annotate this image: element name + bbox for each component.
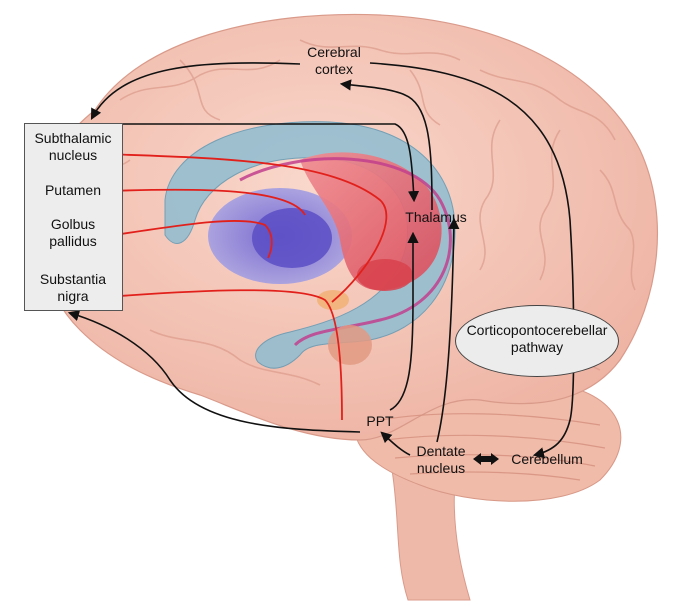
label-globus-pallidus: Golbus pallidus [24, 216, 122, 250]
arrow-cortex-to-cerebellum [369, 62, 575, 459]
arrow-dentate-to-ppt [380, 431, 411, 456]
label-pathway-line1: Corticopontocerebellar [466, 322, 608, 338]
label-substantia-line1: Substantia [39, 271, 107, 287]
arrow-ppt-to-nigra [67, 310, 361, 433]
basal-ganglia-label-box [24, 123, 123, 311]
red-line-globus [107, 219, 273, 259]
label-subthalamic-nucleus: Subthalamic nucleus [24, 130, 122, 164]
label-pathway-line2: pathway [510, 339, 564, 355]
black-arrows [67, 62, 575, 459]
lateral-ventricle [164, 121, 456, 369]
thalamus-shape [300, 152, 442, 291]
label-cerebral-cortex: Cerebral cortex [296, 44, 372, 78]
label-dentate-line1: Dentate [416, 443, 466, 459]
label-subthalamic-line2: nucleus [48, 147, 98, 163]
double-arrow [473, 453, 499, 465]
label-substantia-nigra: Substantia nigra [24, 271, 122, 305]
label-pathway: Corticopontocerebellar pathway [455, 322, 619, 356]
globus-pallidus-shape [252, 208, 332, 268]
cerebellum-folia [379, 413, 606, 481]
label-putamen-text: Putamen [44, 182, 102, 198]
subthalamic-shape [328, 325, 372, 365]
arrow-cortex-to-subthalamic [90, 62, 301, 120]
brain-stem [391, 469, 471, 601]
arrow-thalamus-to-cortex [339, 79, 433, 211]
arrow-box-to-thalamus [120, 123, 420, 203]
label-putamen: Putamen [24, 182, 122, 199]
label-dentate-nucleus: Dentate nucleus [408, 443, 474, 477]
label-globus-line1: Golbus [50, 216, 96, 232]
arrow-ppt-to-thalamus [389, 231, 419, 411]
label-cerebellum-text: Cerebellum [511, 451, 583, 467]
label-thalamus-text: Thalamus [405, 209, 467, 225]
red-lines [102, 153, 388, 421]
label-thalamus: Thalamus [396, 209, 476, 226]
label-dentate-line2: nucleus [416, 460, 466, 476]
red-line-putamen [107, 188, 306, 216]
label-globus-line2: pallidus [49, 233, 97, 249]
pathway-ellipse [455, 305, 619, 377]
label-ppt-text: PPT [366, 413, 394, 429]
label-ppt: PPT [358, 413, 402, 430]
red-line-substantia [105, 289, 343, 421]
label-cerebral-cortex-line2: cortex [314, 61, 354, 77]
label-cerebellum: Cerebellum [502, 451, 592, 468]
label-subthalamic-line1: Subthalamic [34, 130, 112, 146]
red-nucleus-shape [357, 259, 413, 291]
label-substantia-line2: nigra [57, 288, 89, 304]
red-line-subthalamic [102, 153, 388, 303]
label-cerebral-cortex-line1: Cerebral [307, 44, 361, 60]
arrow-dentate-to-thalamus [436, 217, 460, 443]
